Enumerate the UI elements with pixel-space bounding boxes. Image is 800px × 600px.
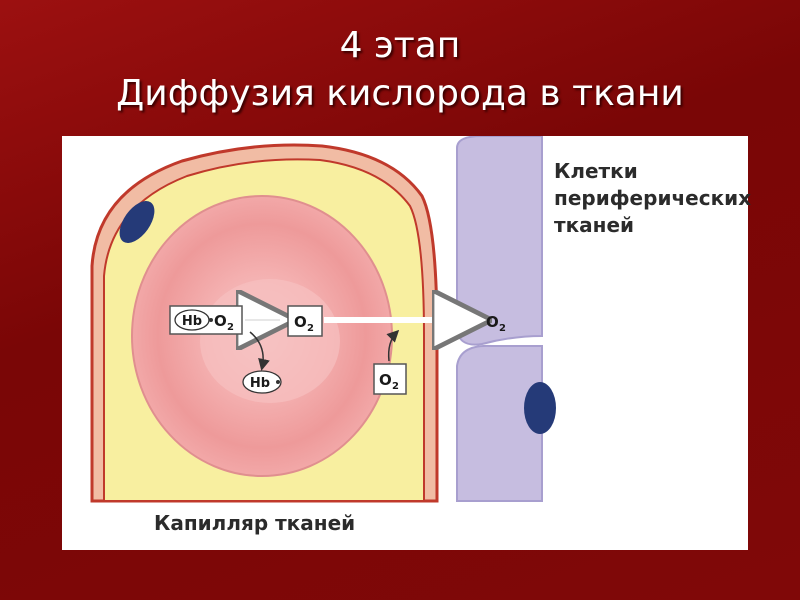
- tissue-cell-upper: [456, 136, 543, 346]
- tissue-cells-label-line-2: периферических: [554, 186, 752, 210]
- tissue-cell-nucleus: [524, 382, 556, 434]
- diagram-panel: Hb O 2 O 2 O 2 O 2 Hb Клетки периферичес…: [62, 136, 751, 550]
- title-line-2: Диффузия кислорода в ткани: [116, 73, 684, 114]
- hb-oval: [242, 370, 282, 394]
- hb-bond-dot: [276, 380, 280, 384]
- hbo2-sub-text: 2: [227, 322, 234, 333]
- cell-o2-o-text: O: [486, 313, 499, 331]
- arrow-hbo2-to-hb: [249, 331, 270, 371]
- endothelial-nucleus: [119, 200, 155, 244]
- cell-o2-sub-text: 2: [499, 323, 506, 334]
- title-line-1: 4 этап: [339, 25, 461, 66]
- side-o2-sub-text: 2: [392, 381, 399, 392]
- hb-text: Hb: [250, 376, 270, 391]
- free-o2-o-text: O: [294, 313, 307, 331]
- capillary-label: Капилляр тканей: [154, 511, 356, 535]
- hbo2-bond-dot: [209, 318, 213, 322]
- arrow-side-o2-up: [386, 329, 400, 362]
- free-o2-sub-text: 2: [307, 323, 314, 334]
- tissue-cells-label-line-1: Клетки: [554, 159, 638, 183]
- free-o2-box: [287, 305, 323, 337]
- side-o2-box: [373, 363, 407, 395]
- tissue-cells-label: Клетки периферических тканей: [554, 158, 751, 239]
- tissue-cells-label-line-3: тканей: [554, 213, 635, 237]
- oxygen-diffusion-diagram: Hb O 2 O 2 O 2 O 2 Hb: [90, 136, 556, 503]
- hbo2-hb-text: Hb: [182, 314, 202, 329]
- side-o2-o-text: O: [379, 371, 392, 389]
- slide-title: 4 этап Диффузия кислорода в ткани: [0, 22, 800, 118]
- hbo2-o-text: O: [214, 312, 227, 330]
